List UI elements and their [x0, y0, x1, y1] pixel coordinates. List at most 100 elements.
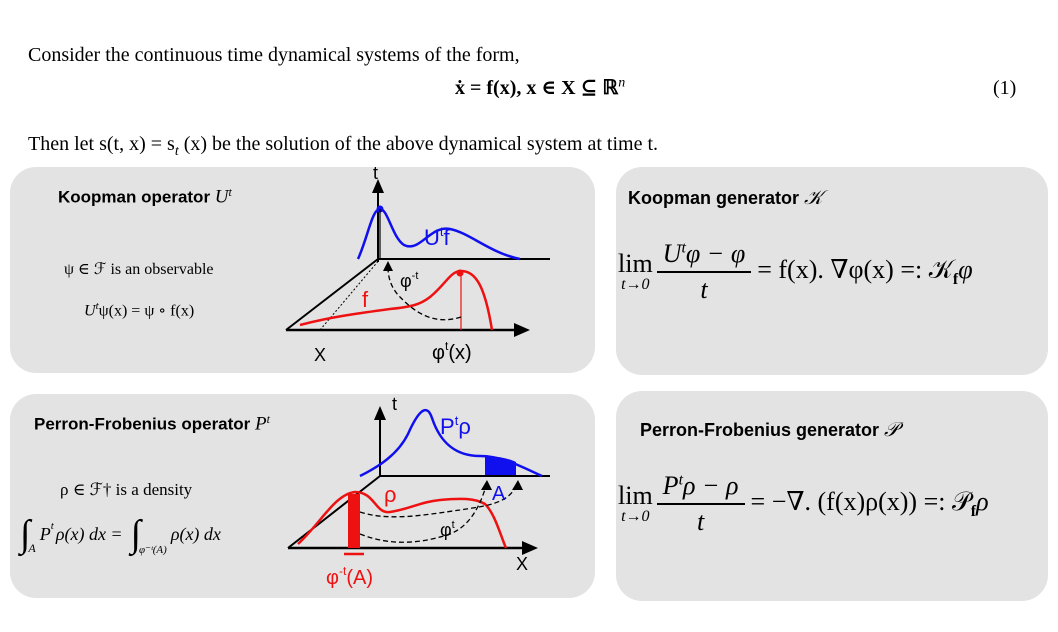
- perron-label-phi-minus-t-A: φ-t(A): [326, 564, 373, 589]
- perron-flow-dashed-2: [359, 485, 517, 518]
- perron-integral-rhs-sub: φ⁻ᵗ(A): [139, 544, 167, 556]
- perron-gen-lim-sub: t→0: [621, 508, 650, 525]
- koopman-gen-fraction: Utφ − φ t: [656, 239, 752, 305]
- intro-line-1: Consider the continuous time dynamical s…: [28, 44, 520, 66]
- koopman-definition-line: Utψ(x) = ψ ∘ f(x): [84, 300, 194, 320]
- koopman-label-phi-sup: -t: [412, 270, 419, 282]
- perron-gen-num-sup: t: [678, 471, 684, 489]
- intro-line-3-b: (x) be the solution of the above dynamic…: [178, 133, 659, 155]
- perron-operator-title-text: Perron-Frobenius operator: [34, 414, 256, 434]
- koopman-label-X: X: [314, 345, 326, 365]
- system-equation: ẋ = f(x), x ∈ X ⊆ ℝn: [455, 75, 625, 100]
- perron-gen-rhs: = −∇. (f(x)ρ(x)) =: 𝒫fρ: [751, 487, 989, 521]
- koopman-label-Utf-U: U: [424, 225, 440, 250]
- koopman-label-f: f: [362, 287, 369, 312]
- perron-label-phimA-sup: -t: [339, 564, 347, 578]
- koopman-def-rest: ψ(x) = ψ ∘ f(x): [98, 302, 195, 320]
- perron-label-P: P: [440, 414, 455, 439]
- koopman-generator-title-text: Koopman generator: [628, 188, 805, 208]
- perron-label-phi-t-phi: φ: [440, 520, 452, 540]
- perron-flow-dashed-1: [359, 485, 487, 543]
- koopman-label-Utf: Utf: [424, 224, 451, 250]
- koopman-label-phi-t-x: φt(x): [432, 339, 472, 364]
- perron-label-phimA-rest: (A): [346, 567, 373, 589]
- koopman-flow-arrowhead: [383, 261, 393, 271]
- perron-label-P-rho: ρ: [458, 414, 471, 439]
- perron-label-t: t: [392, 394, 397, 414]
- koopman-diagram: t X Utf f φ-t φt(x): [285, 167, 550, 365]
- perron-generator-title-text: Perron-Frobenius generator: [640, 420, 885, 440]
- perron-operator-panel: Perron-Frobenius operator Pt ρ ∈ ℱ† is a…: [10, 394, 595, 598]
- koopman-label-phitx-phi: φ: [432, 342, 445, 364]
- system-equation-sup: n: [618, 75, 626, 91]
- koopman-t-axis-arrow: [372, 179, 384, 193]
- perron-flow-arrowhead-1: [481, 480, 492, 490]
- perron-integral-equation: ∫ A P t ρ(x) dx = ∫ φ⁻ᵗ(A) ρ(x) dx: [20, 512, 221, 556]
- intro-line-3: Then let s(t, x) = st (x) be the solutio…: [28, 133, 658, 160]
- perron-gen-numerator: Ptρ − ρ: [656, 471, 745, 505]
- perron-operator-sup: t: [266, 412, 270, 426]
- intro-line-3-sub: t: [174, 144, 179, 159]
- perron-gen-num-P: P: [662, 471, 679, 500]
- perron-generator-title: Perron-Frobenius generator 𝒫: [640, 419, 898, 442]
- perron-label-phi-t: φt: [440, 519, 455, 540]
- perron-gen-num-rest: ρ − ρ: [683, 471, 739, 500]
- koopman-Utf-curve: [356, 207, 521, 261]
- koopman-operator-sup: t: [228, 185, 232, 199]
- koopman-gen-rhs-sub: f: [952, 271, 959, 289]
- koopman-gen-rhs-end: φ: [958, 254, 973, 284]
- koopman-operator-title: Koopman operator Ut: [58, 185, 232, 209]
- koopman-label-t: t: [373, 167, 378, 183]
- koopman-gen-lim-text: lim: [618, 249, 653, 278]
- perron-label-phi-t-sup: t: [452, 519, 455, 531]
- koopman-observable-line: ψ ∈ ℱ is an observable: [64, 261, 214, 278]
- koopman-dotted-line: [319, 258, 381, 331]
- perron-integral-lhs-sub: A: [28, 541, 36, 555]
- perron-gen-lim-text: lim: [618, 481, 653, 510]
- perron-diag-axis: [287, 475, 381, 549]
- perron-integral-lhs-rest: ρ(x) dx =: [55, 523, 123, 544]
- koopman-gen-lim-sub: t→0: [621, 276, 650, 293]
- perron-blue-region: [485, 456, 516, 476]
- koopman-def-U: U: [84, 302, 96, 320]
- perron-integral-lhs-sign: ∫: [20, 513, 31, 555]
- perron-diagram: t X Ptρ ρ A φt φ-t(A): [287, 394, 550, 589]
- perron-label-phimA-phi: φ: [326, 567, 339, 589]
- perron-flow-arrowhead-2: [512, 480, 523, 490]
- intro-line-3-a: Then let s(t, x) = s: [28, 133, 175, 155]
- koopman-operator-panel: Koopman operator Ut ψ ∈ ℱ is an observab…: [10, 167, 595, 373]
- koopman-diag-axis: [285, 258, 379, 331]
- koopman-x-axis-arrow: [514, 323, 530, 337]
- perron-label-A: A: [492, 483, 506, 505]
- koopman-gen-rhs-text: = f(x). ∇φ(x) =: 𝒦: [757, 254, 953, 284]
- perron-integral-lhs-body: P: [39, 523, 51, 544]
- perron-operator-symbol: P: [255, 413, 267, 435]
- koopman-gen-num-rest: φ − φ: [685, 239, 746, 268]
- koopman-f-point: [456, 269, 464, 277]
- perron-red-region: [348, 494, 360, 548]
- perron-generator-symbol: 𝒫: [884, 419, 899, 441]
- perron-gen-rhs-text: = −∇. (f(x)ρ(x)) =: 𝒫: [750, 486, 971, 516]
- perron-integral-rhs-sign: ∫: [130, 513, 142, 555]
- perron-label-X: X: [516, 554, 528, 574]
- perron-label-rho: ρ: [384, 482, 397, 507]
- perron-integral-rhs-body: ρ(x) dx: [170, 523, 221, 544]
- koopman-label-phi: φ: [400, 271, 412, 291]
- perron-label-P-sup: t: [455, 413, 459, 428]
- perron-operator-title: Perron-Frobenius operator Pt: [34, 412, 270, 436]
- koopman-label-Utf-f: f: [444, 225, 451, 250]
- koopman-label-Utf-sup: t: [440, 224, 444, 239]
- perron-gen-rhs-end: ρ: [976, 486, 989, 516]
- perron-gen-fraction: Ptρ − ρ t: [656, 471, 745, 537]
- system-equation-text: ẋ = f(x), x ∈ X ⊆ ℝ: [455, 77, 619, 99]
- equation-number: (1): [993, 77, 1017, 99]
- koopman-f-curve: [299, 269, 494, 331]
- koopman-label-phi-minus-t: φ-t: [400, 270, 418, 291]
- perron-x-axis-arrow: [522, 541, 538, 555]
